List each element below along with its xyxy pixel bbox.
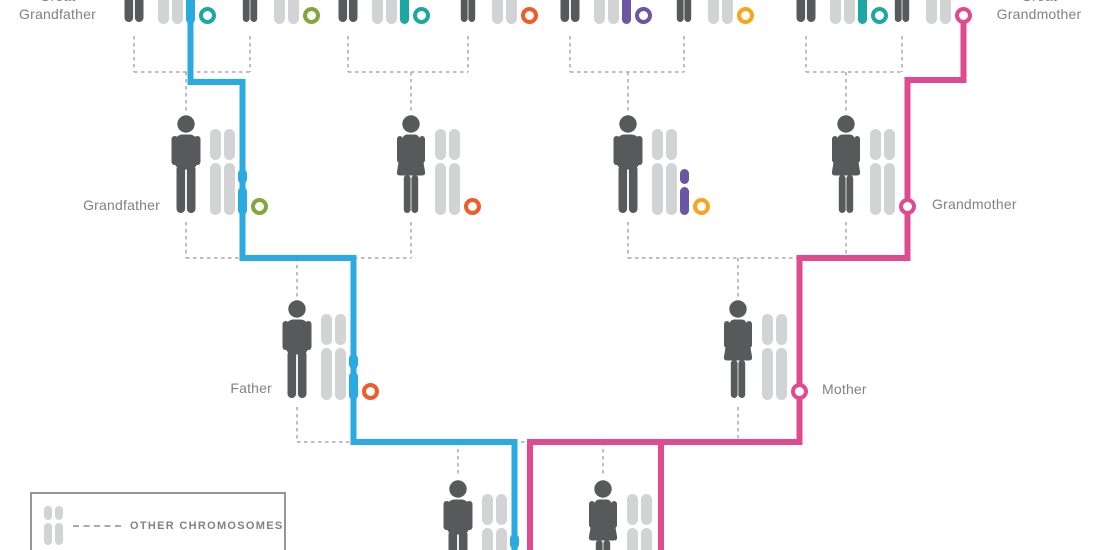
person-great-grandmother-2 bbox=[450, 0, 550, 24]
male-figure-icon bbox=[279, 300, 315, 400]
mtdna-ring-icon bbox=[737, 7, 754, 24]
male-figure-icon bbox=[330, 0, 366, 24]
chromosome-pair-icon bbox=[492, 0, 517, 24]
chromosome-pair-icon bbox=[44, 506, 63, 545]
mtdna-ring-icon bbox=[362, 383, 379, 400]
label-great-grandfather: Great Grandfather bbox=[19, 0, 96, 22]
person-daughter bbox=[585, 480, 685, 550]
male-figure-icon bbox=[116, 0, 152, 24]
chromosome-pair-icon bbox=[652, 129, 677, 215]
chromosome-pair-icon bbox=[627, 494, 652, 550]
chromosome-pair-icon bbox=[372, 0, 397, 24]
person-great-grandmother-1 bbox=[232, 0, 332, 24]
y-chromosome-icon bbox=[680, 169, 689, 215]
chromosome-pair-icon bbox=[210, 129, 235, 215]
mtdna-ring-icon bbox=[693, 198, 710, 215]
mtdna-ring-icon bbox=[303, 7, 320, 24]
chromosome-pair-icon bbox=[762, 314, 787, 400]
legend-label: OTHER CHROMOSOMES bbox=[130, 519, 284, 532]
mtdna-ring-icon bbox=[635, 7, 652, 24]
female-figure-icon bbox=[585, 480, 621, 550]
maternal-mtdna-line bbox=[527, 15, 967, 550]
female-figure-icon bbox=[666, 0, 702, 24]
person-son bbox=[440, 480, 540, 550]
male-figure-icon bbox=[788, 0, 824, 24]
female-figure-icon bbox=[232, 0, 268, 24]
label-grandmother: Grandmother bbox=[932, 196, 1017, 212]
label-great-grandmother: Great Grandmother bbox=[996, 0, 1082, 22]
person-father bbox=[279, 300, 379, 400]
chromosome-pair-icon bbox=[830, 0, 855, 24]
chromosome-pair-icon bbox=[482, 494, 507, 550]
chromosome-pair-icon bbox=[870, 129, 895, 215]
y-chromosome-icon bbox=[858, 0, 867, 24]
mtdna-ring-icon bbox=[791, 383, 808, 400]
female-figure-icon bbox=[828, 115, 864, 215]
mtdna-ring-icon bbox=[899, 198, 916, 215]
female-figure-icon bbox=[393, 115, 429, 215]
male-figure-icon bbox=[610, 115, 646, 215]
paternal-y-line bbox=[187, 0, 518, 550]
label-father: Father bbox=[230, 380, 272, 396]
label-mother: Mother bbox=[822, 381, 867, 397]
person-paternal-grandmother bbox=[393, 115, 493, 215]
y-chromosome-icon bbox=[349, 354, 358, 400]
legend-dashed-line bbox=[73, 524, 121, 527]
male-figure-icon bbox=[552, 0, 588, 24]
chromosome-pair-icon bbox=[926, 0, 951, 24]
mtdna-ring-icon bbox=[464, 198, 481, 215]
mtdna-ring-icon bbox=[413, 7, 430, 24]
person-grandmother bbox=[828, 115, 928, 215]
chromosome-pair-icon bbox=[435, 129, 460, 215]
person-grandfather bbox=[168, 115, 268, 215]
person-great-grandfather-4 bbox=[788, 0, 888, 24]
mtdna-ring-icon bbox=[955, 7, 972, 24]
mtdna-ring-icon bbox=[871, 7, 888, 24]
y-chromosome-icon bbox=[510, 534, 519, 550]
chromosome-pair-icon bbox=[158, 0, 183, 24]
person-great-grandmother-3 bbox=[666, 0, 766, 24]
mtdna-ring-icon bbox=[251, 198, 268, 215]
y-chromosome-icon bbox=[400, 0, 409, 24]
chromosome-pair-icon bbox=[274, 0, 299, 24]
mtdna-ring-icon bbox=[521, 7, 538, 24]
y-chromosome-icon bbox=[238, 169, 247, 215]
male-figure-icon bbox=[440, 480, 476, 550]
chromosome-pair-icon bbox=[708, 0, 733, 24]
person-great-grandfather-2 bbox=[330, 0, 430, 24]
chromosome-pair-icon bbox=[321, 314, 346, 400]
female-figure-icon bbox=[450, 0, 486, 24]
mtdna-ring-icon bbox=[199, 7, 216, 24]
y-chromosome-icon bbox=[186, 0, 195, 24]
male-figure-icon bbox=[168, 115, 204, 215]
female-figure-icon bbox=[720, 300, 756, 400]
label-grandfather: Grandfather bbox=[83, 197, 160, 213]
person-great-grandfather-3 bbox=[552, 0, 652, 24]
person-great-grandmother-4 bbox=[884, 0, 984, 24]
person-great-grandfather-1 bbox=[116, 0, 216, 24]
person-mother bbox=[720, 300, 820, 400]
chromosome-pair-icon bbox=[594, 0, 619, 24]
legend-box: OTHER CHROMOSOMES bbox=[30, 492, 286, 550]
female-figure-icon bbox=[884, 0, 920, 24]
legend-item: OTHER CHROMOSOMES bbox=[44, 506, 284, 545]
y-chromosome-icon bbox=[622, 0, 631, 24]
person-maternal-grandfather bbox=[610, 115, 710, 215]
